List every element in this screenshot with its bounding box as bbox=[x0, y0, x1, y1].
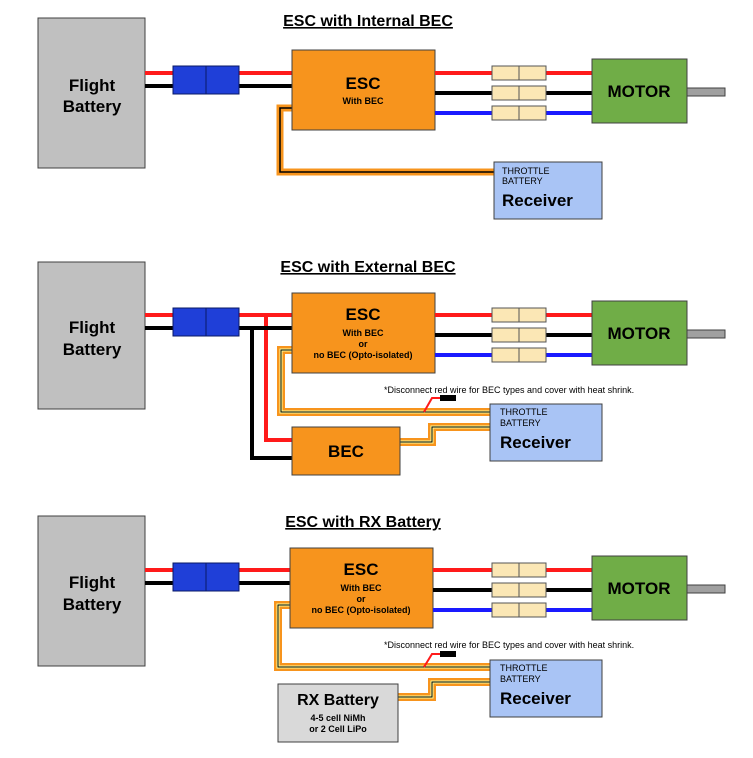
esc-sub-label-1: With BEC bbox=[343, 328, 384, 338]
cut-red-wire bbox=[423, 653, 440, 668]
heat-shrink bbox=[440, 395, 456, 401]
receiver-port-throttle: THROTTLE bbox=[500, 407, 548, 417]
motor-label: MOTOR bbox=[608, 579, 671, 598]
motor-shaft bbox=[686, 584, 726, 594]
bec-lead-black bbox=[400, 426, 494, 443]
throttle-lead-black bbox=[277, 604, 490, 668]
flight-battery-label-line2: Battery bbox=[63, 97, 122, 116]
esc-sub-label-3: no BEC (Opto-isolated) bbox=[312, 605, 411, 615]
esc-connector bbox=[205, 65, 240, 95]
heat-shrink bbox=[440, 651, 456, 657]
bec-label: BEC bbox=[328, 442, 364, 461]
flight-battery-label-line1: Flight bbox=[69, 318, 116, 337]
receiver-port-throttle: THROTTLE bbox=[502, 166, 550, 176]
receiver bbox=[489, 659, 603, 718]
receiver-label: Receiver bbox=[500, 433, 571, 452]
receiver-port-battery: BATTERY bbox=[502, 176, 543, 186]
motor-label: MOTOR bbox=[608, 324, 671, 343]
bec-black-wire bbox=[250, 328, 292, 460]
receiver-port-battery: BATTERY bbox=[500, 418, 541, 428]
bec-red-wire bbox=[264, 315, 292, 442]
battery-connector bbox=[172, 65, 207, 95]
rx-battery-label: RX Battery bbox=[297, 692, 379, 709]
flight-battery-label-line2: Battery bbox=[63, 340, 122, 359]
flight-battery bbox=[37, 261, 146, 410]
esc-sub-label-1: With BEC bbox=[341, 583, 382, 593]
rxbat-lead-orange bbox=[398, 678, 490, 701]
esc-connector bbox=[205, 562, 240, 592]
section-title: ESC with Internal BEC bbox=[283, 13, 453, 30]
receiver-label: Receiver bbox=[500, 689, 571, 708]
esc-label: ESC bbox=[346, 74, 381, 93]
receiver-port-battery: BATTERY bbox=[500, 674, 541, 684]
disconnect-note: *Disconnect red wire for BEC types and c… bbox=[384, 640, 634, 650]
esc bbox=[291, 292, 436, 374]
cut-red-wire bbox=[423, 397, 440, 413]
battery-connector bbox=[172, 562, 207, 592]
rx-battery-sub-1: 4-5 cell NiMh bbox=[310, 713, 365, 723]
esc-sub-label-2: or bbox=[357, 594, 366, 604]
bec-lead-orange bbox=[400, 423, 494, 446]
receiver bbox=[493, 161, 603, 220]
motor-label: MOTOR bbox=[608, 82, 671, 101]
throttle-lead-black bbox=[279, 107, 494, 173]
section-external-bec: ESC with External BEC Flight Battery ESC… bbox=[37, 259, 726, 476]
receiver-label: Receiver bbox=[502, 191, 573, 210]
flight-battery-label-line1: Flight bbox=[69, 573, 116, 592]
throttle-lead-black bbox=[280, 349, 494, 413]
esc-sub-label-2: or bbox=[359, 339, 368, 349]
motor-connectors bbox=[491, 562, 547, 618]
section-internal-bec: ESC with Internal BEC Flight Battery ESC… bbox=[37, 13, 726, 220]
esc bbox=[291, 49, 436, 131]
rx-battery bbox=[277, 683, 399, 743]
battery-connector bbox=[172, 307, 207, 337]
receiver-port-throttle: THROTTLE bbox=[500, 663, 548, 673]
flight-battery-label-line1: Flight bbox=[69, 76, 116, 95]
section-rx-battery: ESC with RX Battery Flight Battery ESC W… bbox=[37, 514, 726, 743]
motor-connectors bbox=[491, 65, 547, 121]
flight-battery-label-line2: Battery bbox=[63, 595, 122, 614]
motor-connectors bbox=[491, 307, 547, 363]
flight-battery bbox=[37, 515, 146, 667]
section-title: ESC with RX Battery bbox=[285, 514, 441, 531]
esc-sub-label: With BEC bbox=[343, 96, 384, 106]
flight-battery bbox=[37, 17, 146, 169]
motor-shaft bbox=[686, 87, 726, 97]
section-title: ESC with External BEC bbox=[280, 259, 456, 276]
esc bbox=[289, 547, 434, 629]
receiver bbox=[489, 403, 603, 462]
rx-battery-sub-2: or 2 Cell LiPo bbox=[309, 724, 367, 734]
esc-connector bbox=[205, 307, 240, 337]
esc-sub-label-3: no BEC (Opto-isolated) bbox=[314, 350, 413, 360]
esc-label: ESC bbox=[346, 305, 381, 324]
motor bbox=[591, 555, 688, 621]
rxbat-lead-black bbox=[398, 681, 490, 698]
esc-label: ESC bbox=[344, 560, 379, 579]
motor bbox=[591, 58, 688, 124]
motor-shaft bbox=[686, 329, 726, 339]
disconnect-note: *Disconnect red wire for BEC types and c… bbox=[384, 385, 634, 395]
bec bbox=[291, 426, 401, 476]
